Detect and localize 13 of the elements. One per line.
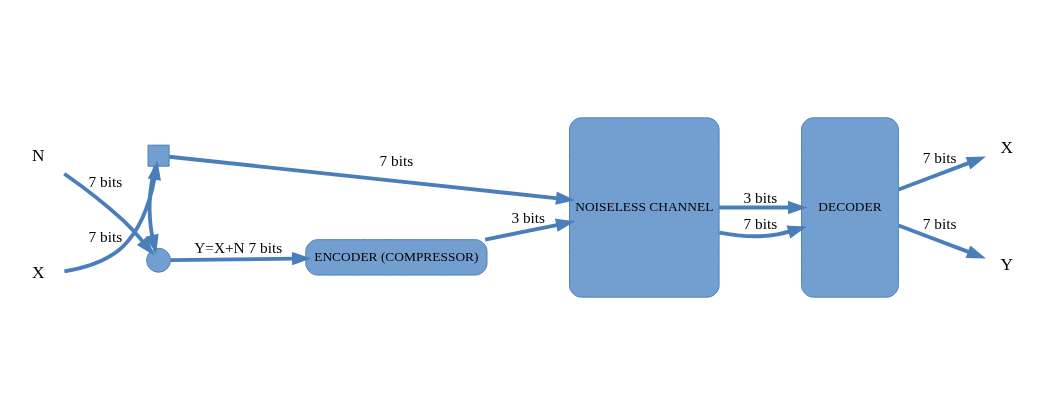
edge-label: 7 bits bbox=[88, 227, 123, 245]
node-text: X bbox=[1000, 138, 1014, 158]
edge-label: 7 bits bbox=[88, 173, 123, 191]
node-text: X bbox=[31, 262, 45, 282]
edge-label: 3 bits bbox=[511, 208, 546, 226]
edge-label: 3 bits bbox=[743, 188, 778, 206]
edge-label: 7 bits bbox=[922, 149, 957, 167]
node-text: Y bbox=[1000, 255, 1014, 275]
node-text: N bbox=[31, 145, 45, 165]
edge-label: 7 bits bbox=[922, 215, 957, 233]
edge-label: 7 bits bbox=[379, 152, 414, 170]
edge-label: 7 bits bbox=[743, 215, 778, 233]
edge-label: Y=X+N 7 bits bbox=[194, 239, 283, 257]
